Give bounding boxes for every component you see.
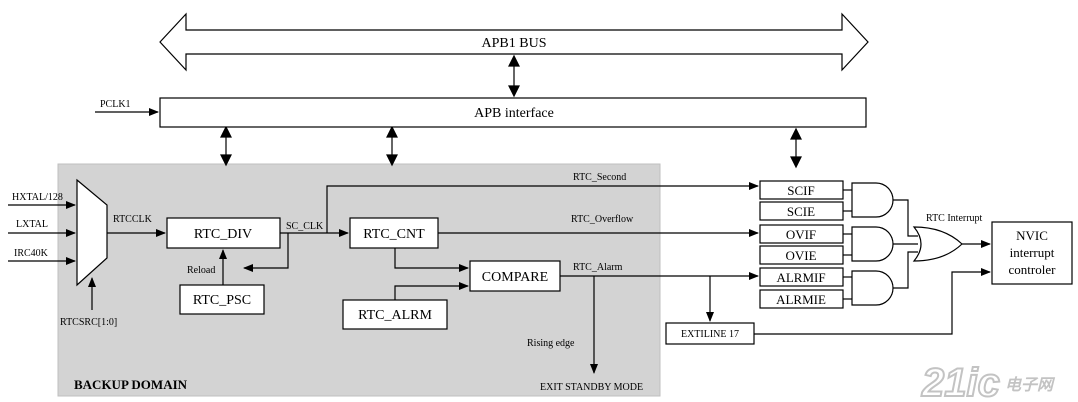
nvic-block	[991, 221, 1073, 285]
gate-to-or-wires	[893, 199, 918, 289]
flag-boxes: SCIF SCIE OVIF OVIE ALRMIF ALRMIE	[759, 180, 844, 309]
reload-label: Reload	[187, 265, 215, 276]
rtc-div-label: RTC_DIV	[194, 227, 252, 242]
watermark-logo: 21ic 电子网	[920, 360, 1056, 402]
backup-domain-region	[57, 163, 661, 397]
rtc-second-label: RTC_Second	[573, 172, 626, 183]
watermark-digits: 21ic	[921, 361, 1000, 402]
rtc-cnt-label: RTC_CNT	[363, 227, 425, 242]
apb1-bus-arrow	[159, 12, 869, 72]
watermark-cn: 电子网	[1005, 376, 1056, 394]
rising-edge-label: Rising edge	[527, 338, 575, 349]
sc-clk-label: SC_CLK	[286, 221, 324, 232]
clock-mux	[76, 178, 108, 287]
bus-connector-arrows	[220, 54, 802, 169]
rtc-psc-label: RTC_PSC	[193, 293, 251, 308]
alrmif-label: ALRMIF	[776, 270, 825, 285]
reload-wire	[243, 233, 289, 272]
rtc-alrm-block	[342, 299, 448, 330]
cnt-to-compare-wire	[394, 248, 469, 272]
rtc-interrupt-label: RTC Interrupt	[926, 213, 983, 224]
nvic-label-line3: controler	[1009, 262, 1057, 277]
ovie-label: OVIE	[785, 248, 816, 263]
hxtal-label: HXTAL/128	[12, 192, 63, 203]
rtcsrc-label: RTCSRC[1:0]	[60, 317, 117, 328]
alrm-to-compare-wire	[394, 282, 469, 300]
pclk1-label: PCLK1	[100, 99, 131, 110]
scif-label: SCIF	[787, 183, 814, 198]
nvic-label-line1: NVIC	[1016, 228, 1048, 243]
rtc-alarm-label: RTC_Alarm	[573, 262, 623, 273]
ovif-label: OVIF	[786, 227, 816, 242]
backup-domain-label: BACKUP DOMAIN	[74, 377, 188, 392]
irc40k-label: IRC40K	[14, 248, 49, 259]
rtc-overflow-label: RTC_Overflow	[571, 214, 634, 225]
and-gate-second	[851, 182, 894, 218]
exti-to-nvic-wire	[754, 268, 991, 335]
rtc-psc-block	[179, 284, 265, 315]
nvic-label-line2: interrupt	[1010, 245, 1055, 260]
apb-interface-block	[159, 97, 867, 128]
or-gate-rtc-interrupt	[912, 226, 963, 262]
scie-label: SCIE	[787, 204, 815, 219]
and-gate-overflow	[851, 226, 894, 262]
and-gate-alarm	[851, 270, 894, 306]
compare-label: COMPARE	[482, 270, 548, 285]
exit-standby-label: EXIT STANDBY MODE	[540, 382, 643, 393]
alrmie-label: ALRMIE	[776, 292, 826, 307]
lxtal-label: LXTAL	[16, 219, 48, 230]
flag-gate-wires	[843, 189, 852, 300]
rtcclk-label: RTCCLK	[113, 214, 153, 225]
apb-interface-label: APB interface	[474, 106, 554, 121]
extiline-label: EXTILINE 17	[681, 329, 739, 340]
rtc-alrm-label: RTC_ALRM	[358, 308, 432, 323]
apb1-bus-label: APB1 BUS	[482, 36, 547, 51]
compare-block	[469, 260, 561, 292]
rtc-second-wire	[326, 182, 759, 233]
